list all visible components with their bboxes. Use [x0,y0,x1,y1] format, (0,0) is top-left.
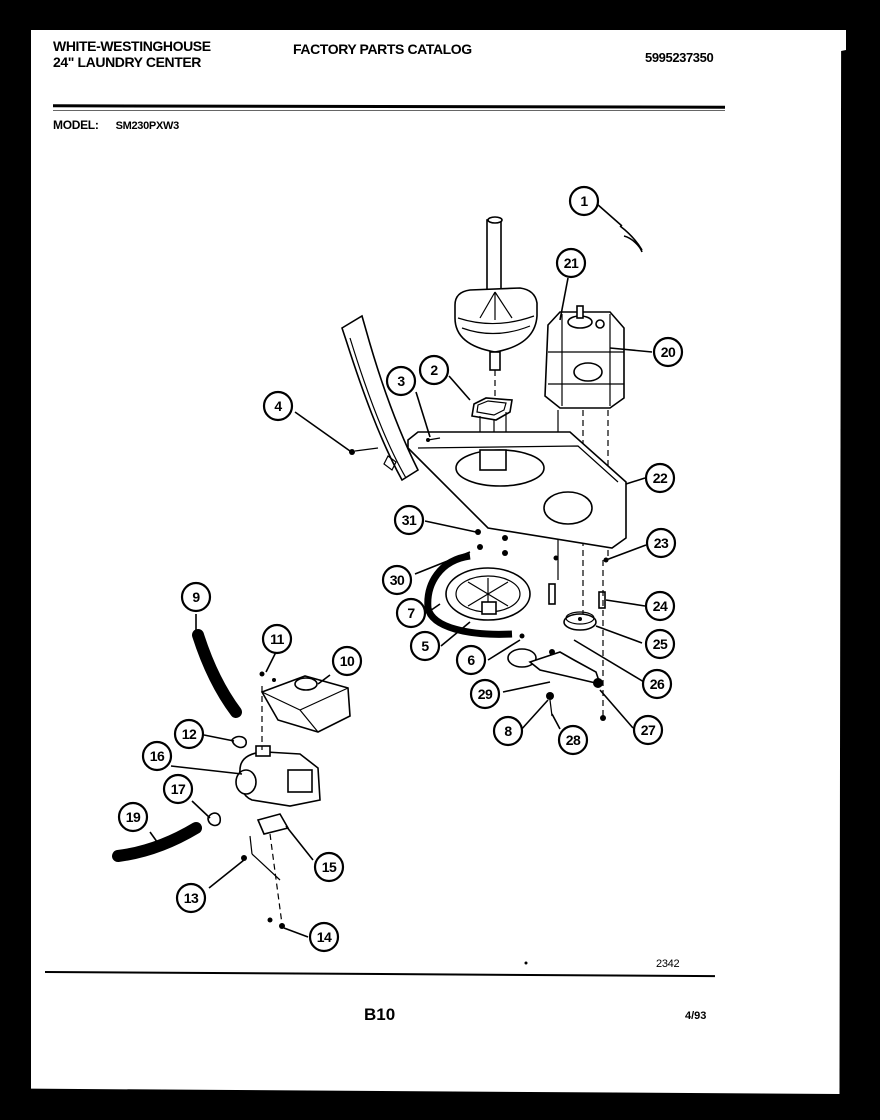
svg-text:30: 30 [390,572,405,588]
callout-10: 10 [331,645,363,677]
svg-text:3: 3 [397,373,405,389]
part-9-hose [192,629,242,718]
callout-2: 2 [418,354,450,386]
callout-6: 6 [455,644,487,676]
callout-15: 15 [313,851,345,883]
catalog-title: FACTORY PARTS CATALOG [293,41,472,57]
part-7-pulley-and-belt [424,552,531,639]
svg-text:29: 29 [478,686,493,702]
callout-8: 8 [492,715,524,747]
svg-text:19: 19 [126,809,141,825]
brand-header: WHITE-WESTINGHOUSE 24" LAUNDRY CENTER [53,38,211,70]
header-rule-secondary [53,110,725,111]
svg-text:24: 24 [653,598,668,614]
part-16-pump-body [235,745,321,807]
callout-5: 5 [409,630,441,662]
catalog-page [31,30,846,1094]
callout-11: 11 [261,623,293,655]
model-line: MODEL: SM230PXW3 [53,118,179,132]
part-10-pump-cover [260,675,351,733]
page-number: B10 [364,1005,396,1024]
callout-21: 21 [555,247,587,279]
callout-4: 4 [262,390,294,422]
callout-28: 28 [557,724,589,756]
callout-26: 26 [641,668,673,700]
svg-text:21: 21 [564,255,579,271]
scan-speck [524,961,528,965]
svg-text:23: 23 [654,535,669,551]
svg-text:16: 16 [150,748,165,764]
model-value: SM230PXW3 [115,120,180,132]
svg-text:2: 2 [430,362,438,378]
svg-text:12: 12 [182,726,197,742]
callout-20: 20 [652,336,684,368]
svg-text:31: 31 [402,512,417,528]
callout-17: 17 [162,773,194,805]
part-2-coupling [471,397,513,482]
svg-text:4: 4 [274,398,282,414]
part-1-clip [619,225,643,253]
callout-30: 30 [381,564,413,596]
part-19-hose [112,822,202,862]
svg-text:7: 7 [407,605,415,621]
part-4-bracket [341,314,420,482]
brand-line-1: WHITE-WESTINGHOUSE [53,38,211,54]
svg-text:28: 28 [566,732,581,748]
callout-24: 24 [644,590,676,622]
catalog-number: 5995237350 [645,50,714,65]
brand-line-2: 24" LAUNDRY CENTER [53,54,202,70]
revision-date: 4/93 [685,1010,707,1022]
callout-23: 23 [645,527,677,559]
svg-text:20: 20 [661,344,676,360]
svg-text:26: 26 [650,676,665,692]
callout-31: 31 [393,504,425,536]
svg-text:6: 6 [467,652,475,668]
callout-27: 27 [632,714,664,746]
part-22-base-plate [407,431,627,549]
svg-text:8: 8 [504,723,512,739]
pump-small-parts [207,671,290,929]
svg-text:13: 13 [184,890,199,906]
callout-25: 25 [644,628,676,660]
callout-19: 19 [117,801,149,833]
callout-14: 14 [308,921,340,953]
callout-9: 9 [180,581,212,613]
svg-text:10: 10 [340,653,355,669]
svg-text:17: 17 [171,781,186,797]
svg-text:25: 25 [653,636,668,652]
transmission-assembly [454,216,538,398]
svg-text:5: 5 [421,638,429,654]
model-label: MODEL: [53,118,99,132]
leader-lines [149,203,653,938]
svg-text:27: 27 [641,722,656,738]
svg-text:1: 1 [580,193,588,209]
callout-1: 1 [568,185,600,217]
idler-assembly [507,560,606,721]
svg-text:11: 11 [270,631,285,647]
callout-22: 22 [644,462,676,494]
callout-7: 7 [395,597,427,629]
callout-12: 12 [173,718,205,750]
callout-16: 16 [141,740,173,772]
callout-3: 3 [385,365,417,397]
callout-29: 29 [469,678,501,710]
svg-text:15: 15 [322,859,337,875]
drawing-number: 2342 [656,958,680,970]
svg-text:9: 9 [192,589,200,605]
callout-13: 13 [175,882,207,914]
svg-text:14: 14 [317,929,332,945]
svg-text:22: 22 [653,470,668,486]
